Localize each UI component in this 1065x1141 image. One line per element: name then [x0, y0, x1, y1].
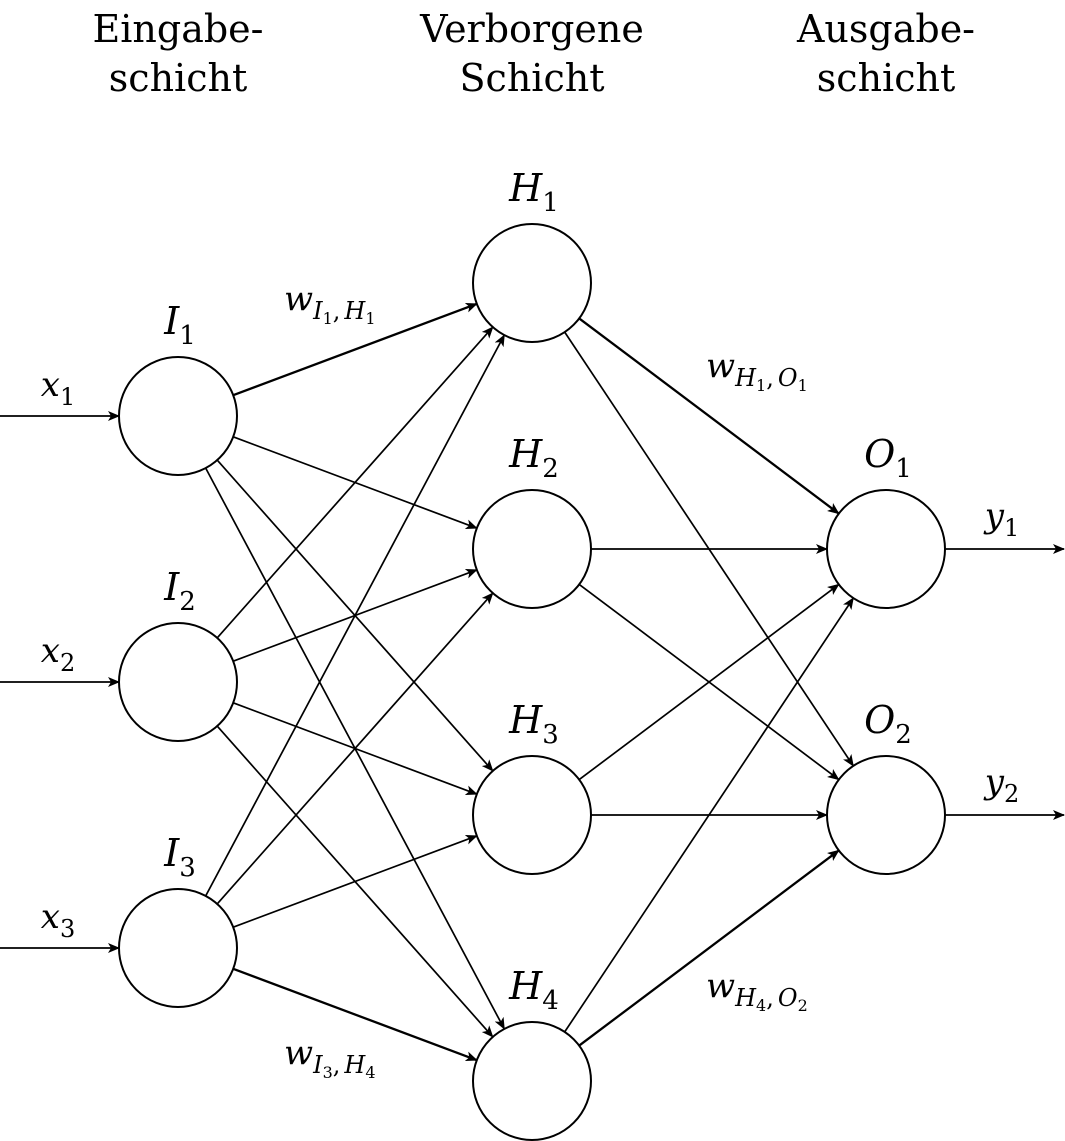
edge-h3-o1	[578, 583, 840, 781]
layer-titles: Eingabe- schicht Verborgene Schicht Ausg…	[93, 7, 976, 100]
neuron-o1	[826, 489, 946, 609]
layer-title-hidden-line-2: Schicht	[460, 56, 605, 100]
output-label-y2: y2	[983, 762, 1020, 808]
neuron-label-h2: H2	[508, 432, 559, 484]
edge-h4-o1	[563, 597, 855, 1033]
input-label-x3: x3	[41, 897, 75, 943]
neuron-label-h3: H3	[508, 698, 559, 750]
io-arrows	[0, 411, 1065, 953]
edge-i3-h3	[232, 834, 478, 928]
layer-title-output-line-2: schicht	[817, 56, 955, 100]
neuron-h1	[472, 223, 592, 343]
edge-i2-h1	[216, 326, 494, 639]
neuron-h3	[472, 755, 592, 875]
input-label-x2: x2	[41, 631, 75, 677]
neuron-h4	[472, 1021, 592, 1141]
edge-h1-o1	[578, 317, 840, 515]
layer-title-output-line-1: Ausgabe-	[796, 7, 975, 51]
neuron-label-h1: H1	[508, 166, 559, 218]
neuron-label-i2: I2	[163, 565, 196, 617]
edge-i3-h4	[232, 967, 478, 1062]
output-label-y1: y1	[983, 496, 1020, 542]
weight-label-h4-o2: wH4,O2	[706, 966, 808, 1015]
weight-label-i1-h1: wI1,H1	[284, 279, 376, 328]
neuron-i3	[118, 888, 238, 1008]
edge-h4-o2	[578, 849, 840, 1047]
neuron-i1	[118, 356, 238, 476]
layer-title-hidden-line-1: Verborgene	[419, 7, 644, 51]
edge-i3-h2	[216, 592, 494, 905]
input-label-x1: x1	[41, 365, 75, 411]
edge-i3-h1	[204, 334, 506, 897]
neuron-label-i3: I3	[163, 831, 196, 883]
neuron-i2	[118, 622, 238, 742]
edge-i1-h1	[232, 302, 478, 397]
neurons	[118, 223, 946, 1141]
layer-title-input-line-2: schicht	[109, 56, 247, 100]
connections	[204, 302, 855, 1062]
layer-title-input-line-1: Eingabe-	[93, 7, 264, 51]
neuron-o2	[826, 755, 946, 875]
weight-label-i3-h4: wI3,H4	[284, 1033, 376, 1082]
neuron-label-i1: I1	[163, 299, 196, 351]
neuron-h2	[472, 489, 592, 609]
neuron-label-o1: O1	[864, 432, 912, 484]
neuron-label-o2: O2	[864, 698, 912, 750]
weight-label-h1-o1: wH1,O1	[706, 346, 808, 395]
neuron-label-h4: H4	[508, 964, 559, 1016]
